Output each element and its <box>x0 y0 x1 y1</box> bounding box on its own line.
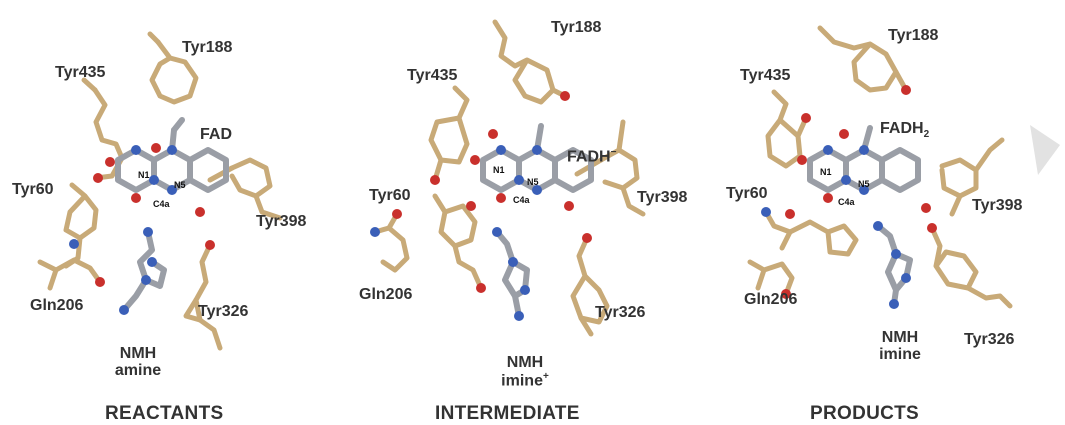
tyr435-residue <box>81 77 125 181</box>
label-tyr60: Tyr60 <box>726 185 768 202</box>
panel-reactants: Tyr188 Tyr435 FAD Tyr60 Tyr398 Gln206 Ty… <box>0 0 355 425</box>
cofactor-subscript: 2 <box>923 129 930 141</box>
atoms-reactants <box>69 143 215 315</box>
label-c4a: C4a <box>513 195 530 205</box>
label-tyr188: Tyr188 <box>551 19 602 36</box>
label-tyr435: Tyr435 <box>55 64 106 81</box>
cofactor-text: FADH <box>567 148 611 166</box>
panel-products: Tyr188 Tyr435 FADH2 Tyr60 Tyr398 Gln206 … <box>710 0 1065 425</box>
gln206-residue <box>747 259 795 297</box>
tyr60-residue <box>63 182 99 269</box>
label-tyr435: Tyr435 <box>407 67 458 84</box>
tyr398-residue <box>939 137 1005 217</box>
nmh-substrate <box>875 223 913 307</box>
label-n1: N1 <box>138 170 150 180</box>
gln206-residue <box>432 193 484 291</box>
cofactor-text: FADH <box>880 120 924 137</box>
label-tyr60: Tyr60 <box>12 181 54 198</box>
tyr326-residue <box>929 225 1013 309</box>
products-structure-image <box>747 25 1013 309</box>
label-tyr326: Tyr326 <box>595 304 646 321</box>
label-nmh-state: amine <box>114 362 162 379</box>
label-gln206: Gln206 <box>359 286 413 303</box>
tyr398-residue <box>574 119 646 217</box>
tyr435-residue <box>765 89 809 169</box>
tyr326-residue <box>183 242 223 351</box>
gln206-residue <box>37 257 103 291</box>
label-tyr188: Tyr188 <box>182 39 233 56</box>
label-tyr326: Tyr326 <box>198 303 249 320</box>
nmh-substrate <box>494 229 530 319</box>
label-tyr326: Tyr326 <box>964 331 1015 348</box>
nmh-state-text: imine <box>501 372 543 390</box>
atoms-products <box>761 85 937 309</box>
label-tyr60: Tyr60 <box>369 187 411 204</box>
label-tyr188: Tyr188 <box>888 27 939 44</box>
label-cofactor: FADH− <box>567 148 616 165</box>
caption-products: PRODUCTS <box>810 403 920 424</box>
tyr398-residue <box>207 157 283 221</box>
tyr326-residue <box>570 235 610 337</box>
label-gln206: Gln206 <box>30 297 84 314</box>
label-tyr398: Tyr398 <box>972 197 1023 214</box>
label-nmh: NMH <box>881 329 919 346</box>
label-nmh-state: imine+ <box>485 372 565 389</box>
label-n5: N5 <box>174 180 186 190</box>
label-nmh: NMH <box>119 345 157 362</box>
label-gln206: Gln206 <box>744 291 798 308</box>
label-n1: N1 <box>493 165 505 175</box>
decorative-wedge-shape <box>1030 125 1060 175</box>
caption-intermediate: INTERMEDIATE <box>435 403 580 424</box>
reactants-structure-image <box>37 31 283 351</box>
label-n1: N1 <box>820 167 832 177</box>
tyr60-residue <box>763 209 859 257</box>
label-c4a: C4a <box>838 197 855 207</box>
atoms-intermediate <box>370 91 592 321</box>
nmh-state-superscript: + <box>542 371 549 382</box>
panel-intermediate: Tyr188 Tyr435 FADH− Tyr60 Tyr398 Gln206 … <box>355 0 710 425</box>
label-n5: N5 <box>527 177 539 187</box>
label-cofactor: FADH2 <box>880 121 929 140</box>
intermediate-structure-image <box>370 19 646 337</box>
label-tyr435: Tyr435 <box>740 67 791 84</box>
label-nmh: NMH <box>506 354 544 371</box>
label-tyr398: Tyr398 <box>256 213 307 230</box>
cofactor-superscript: − <box>610 147 617 158</box>
nmh-substrate <box>121 229 167 313</box>
label-tyr398: Tyr398 <box>637 189 688 206</box>
tyr60-residue <box>372 211 410 273</box>
label-cofactor: FAD <box>200 126 232 143</box>
caption-reactants: REACTANTS <box>105 403 224 424</box>
tyr188-residue <box>147 31 199 105</box>
label-nmh-state: imine <box>879 346 921 363</box>
label-n5: N5 <box>858 179 870 189</box>
label-c4a: C4a <box>153 199 170 209</box>
tyr435-residue <box>428 85 470 183</box>
